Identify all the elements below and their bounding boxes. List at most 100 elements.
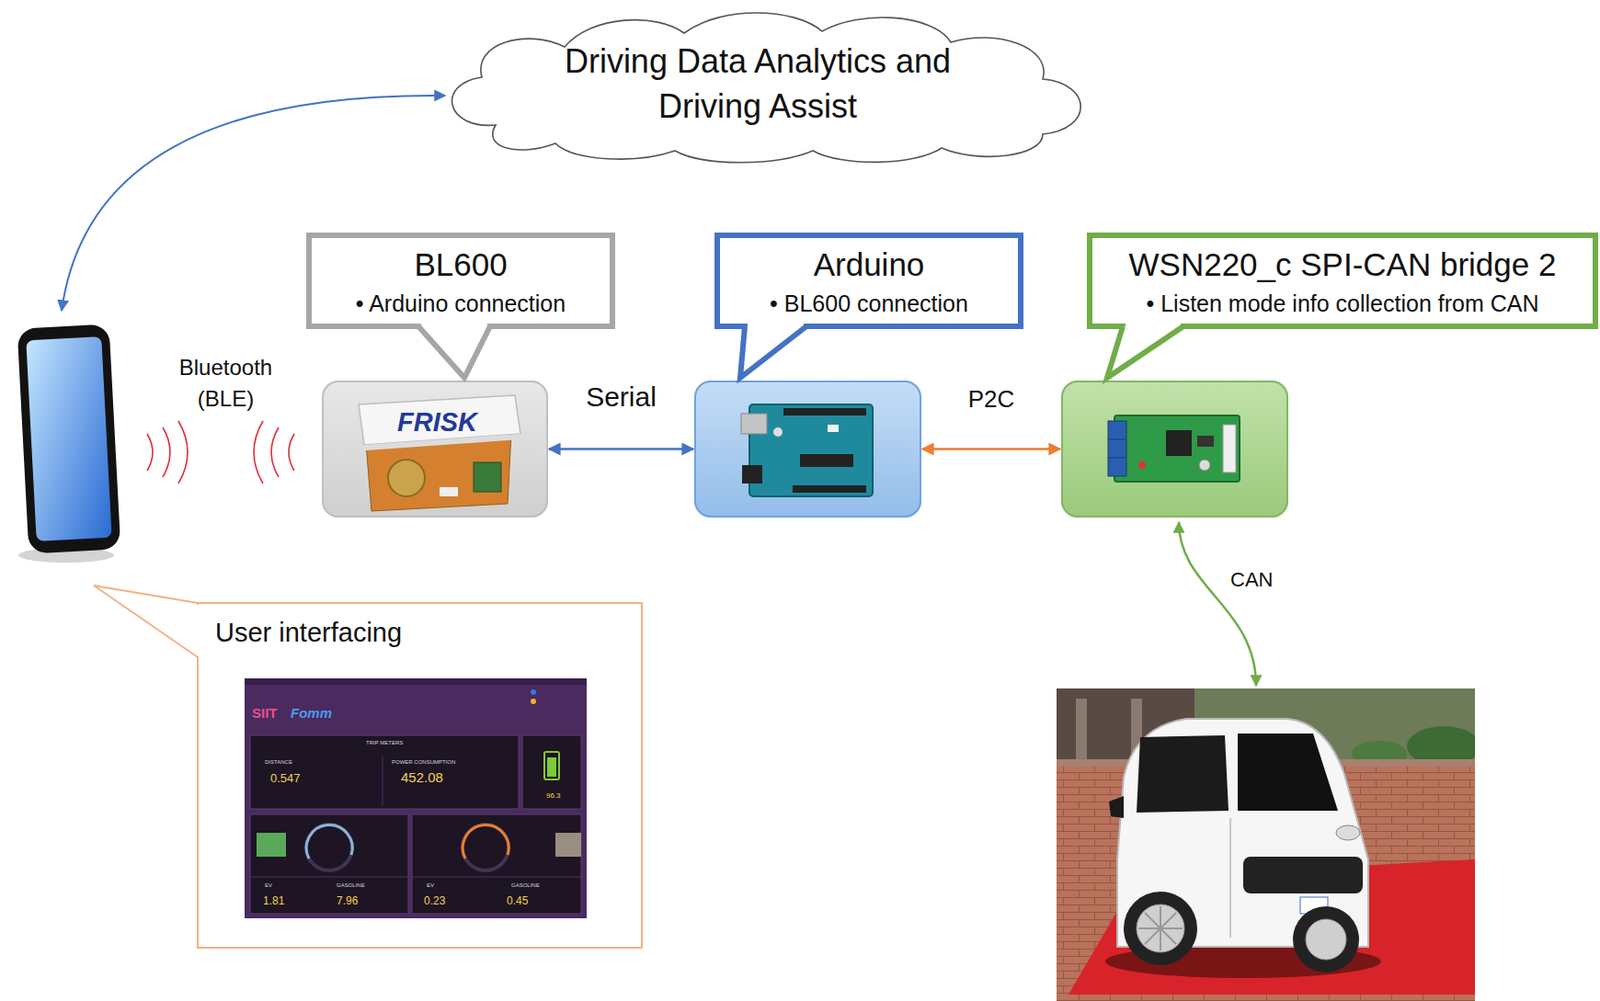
wave-arc [253, 421, 263, 484]
hardware-box: Arduino• BL600 connection [694, 380, 922, 518]
callout-bullet: • Arduino connection [355, 289, 566, 318]
app-logo: SIIT [251, 706, 278, 720]
coin-cell [388, 459, 425, 497]
gauge-ring [306, 824, 353, 871]
metric-value: 0.23 [423, 895, 446, 907]
callout-title: Arduino [813, 245, 926, 285]
radio-waves [147, 421, 295, 484]
terminal-block [1108, 421, 1127, 477]
gauge-ring [462, 824, 509, 871]
app-logo: Fomm [290, 706, 332, 720]
pin-connector [1222, 424, 1236, 473]
capacitor [1199, 459, 1211, 471]
wheel [1292, 906, 1360, 973]
callout-title: WSN220_c SPI-CAN bridge 2 [1129, 245, 1557, 285]
app-screenshot [244, 678, 587, 919]
wave-arc [178, 421, 188, 484]
phone-screen [25, 336, 112, 542]
callout-box: BL600 • Arduino connection [306, 232, 616, 330]
smd-part [439, 487, 458, 497]
tail-fill [740, 326, 807, 378]
phone-body [17, 324, 122, 555]
metric-value: 96.3 [546, 792, 561, 800]
usb-port [741, 413, 767, 435]
hardware-box: WSN220_c SPI-CAN bridge 2• Listen mode i… [1061, 380, 1289, 518]
callout-tail [1086, 323, 1599, 389]
tail-outline [740, 326, 807, 378]
wave-arc [288, 434, 295, 471]
callout-title: BL600 [413, 245, 507, 285]
metric-name: EV [264, 882, 273, 889]
metric-name: GASOLINE [511, 882, 540, 889]
wave-arc [271, 427, 279, 478]
spi-can-board [1108, 415, 1240, 482]
smd-part [827, 424, 839, 433]
metric-value: 0.547 [270, 772, 301, 785]
callout-title: User interfacing [215, 617, 625, 650]
can-controller [1165, 430, 1192, 457]
pin-header [783, 408, 867, 416]
callout-box: WSN220_c SPI-CAN bridge 2 • Listen mode i… [1086, 232, 1599, 330]
panel-heading: TRIP METERS [365, 740, 403, 746]
wheel-hub [1136, 904, 1185, 953]
wave-arc [147, 434, 153, 471]
transceiver [1197, 435, 1214, 447]
cloud-outline [408, 5, 1108, 164]
windshield [1237, 733, 1338, 812]
hardware-box: BL600• Arduino connection [321, 380, 549, 518]
mcu-chip [800, 454, 854, 468]
co2-button [555, 833, 582, 858]
eco-panel [250, 814, 409, 915]
cloud-outline [452, 12, 1082, 163]
ble-chip [473, 462, 502, 492]
arduino-board [741, 404, 873, 497]
metric-value: 1.81 [262, 895, 285, 907]
metric-name: GASOLINE [336, 882, 366, 889]
callout-tail [88, 576, 201, 669]
pcb [1114, 415, 1240, 482]
co2-panel [411, 814, 582, 915]
wave-arc [162, 427, 171, 478]
car-photo [1056, 688, 1475, 1001]
metric-name: POWER CONSUMPTION [391, 759, 456, 766]
mirror [1108, 796, 1124, 819]
tail-gap [194, 605, 200, 657]
can-link [1178, 522, 1257, 686]
connector-label: P2C [968, 387, 1016, 412]
brick-ground [1056, 688, 1475, 1001]
product-logo: FRISK [397, 409, 478, 436]
reset-button [773, 427, 783, 437]
metric-name: EV [426, 882, 435, 889]
status-bar [244, 678, 587, 686]
power-jack [742, 465, 763, 484]
gauge-arc [462, 824, 509, 859]
status-dot [530, 698, 537, 705]
case-edge [364, 434, 521, 451]
screen-bg [244, 678, 587, 919]
eco-button [256, 833, 286, 858]
metric-value: 0.45 [506, 895, 528, 907]
cloud-shape: Driving Data Analytics and Driving Assis… [408, 5, 1108, 164]
headlight [1336, 825, 1360, 841]
metric-value: 452.08 [400, 770, 444, 785]
door-line [1229, 818, 1232, 938]
callout-box: Arduino • BL600 connection [714, 232, 1024, 330]
callout-tail [306, 323, 616, 389]
pin-header [792, 485, 867, 493]
wheel-spokes [1138, 906, 1183, 951]
callout-bullet: • BL600 connection [769, 289, 969, 318]
panel-divider [382, 755, 384, 806]
metric-value: 7.96 [336, 895, 358, 907]
tail-outline [418, 326, 491, 378]
smartphone [17, 324, 122, 555]
metric-name: DISTANCE [264, 759, 293, 766]
wireless-label: Bluetooth (BLE) [168, 352, 284, 414]
gauge-arc [306, 824, 353, 859]
pillar [1075, 698, 1087, 764]
trip-panel [250, 735, 519, 810]
wheel-hub [1305, 919, 1347, 960]
cloud-text: Driving Data Analytics and Driving Assis… [560, 39, 956, 129]
bus-label: CAN [1230, 570, 1273, 591]
callout-bullet: • Listen mode info collection from CAN [1146, 289, 1540, 318]
